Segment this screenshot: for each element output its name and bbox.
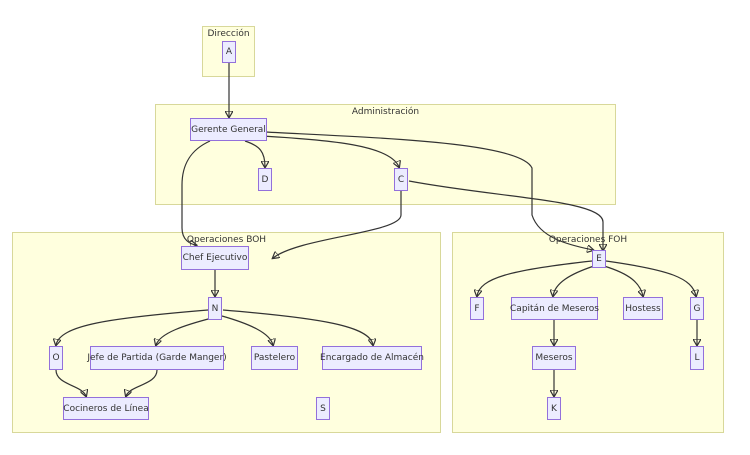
cluster-label-administracion: Administración xyxy=(351,107,420,117)
edge-c-e xyxy=(408,180,603,250)
node-k[interactable]: K xyxy=(547,397,561,420)
edge-gerente-d xyxy=(244,140,265,167)
node-s[interactable]: S xyxy=(316,397,330,420)
cluster-label-foh: Operaciones FOH xyxy=(548,235,628,245)
cluster-label-boh: Operaciones BOH xyxy=(186,235,267,245)
edge-e-g xyxy=(605,260,696,296)
node-c[interactable]: C xyxy=(394,168,408,191)
edge-gerente-c xyxy=(261,135,399,167)
edge-gerente-chef xyxy=(181,140,211,245)
node-a[interactable]: A xyxy=(222,41,236,63)
node-cocineros-de-linea[interactable]: Cocineros de Línea xyxy=(63,397,149,420)
cluster-label-direccion: Dirección xyxy=(207,29,250,39)
node-pastelero[interactable]: Pastelero xyxy=(251,346,298,370)
node-f[interactable]: F xyxy=(470,297,484,320)
edge-gerente-e xyxy=(264,131,593,250)
edge-e-capitan xyxy=(553,265,595,296)
node-o[interactable]: O xyxy=(49,346,63,370)
edge-n-o xyxy=(56,309,209,345)
edge-o-cocineros xyxy=(55,369,86,396)
node-gerente-general[interactable]: Gerente General xyxy=(190,118,267,141)
node-encargado-de-almacen[interactable]: Encargado de Almacén xyxy=(320,346,424,370)
edge-n-jefe xyxy=(156,317,213,345)
node-hostess[interactable]: Hostess xyxy=(623,297,663,320)
edge-e-f xyxy=(477,260,593,296)
edge-c-chef xyxy=(273,191,402,258)
node-n[interactable]: N xyxy=(208,297,222,320)
node-l[interactable]: L xyxy=(690,346,704,370)
node-g[interactable]: G xyxy=(690,297,704,320)
node-meseros[interactable]: Meseros xyxy=(532,346,576,370)
node-e[interactable]: E xyxy=(592,250,606,268)
node-capitan-de-meseros[interactable]: Capitán de Meseros xyxy=(510,297,599,320)
cluster-foh: Operaciones FOH xyxy=(452,232,724,433)
edge-n-encargado xyxy=(222,309,373,345)
edge-n-pastelero xyxy=(221,315,273,345)
edge-e-hostess xyxy=(603,265,643,296)
node-chef-ejecutivo[interactable]: Chef Ejecutivo xyxy=(181,246,249,270)
edge-jefe-cocineros xyxy=(126,369,158,396)
node-d[interactable]: D xyxy=(258,168,272,191)
node-jefe-de-partida[interactable]: Jefe de Partida (Garde Manger) xyxy=(87,346,227,370)
